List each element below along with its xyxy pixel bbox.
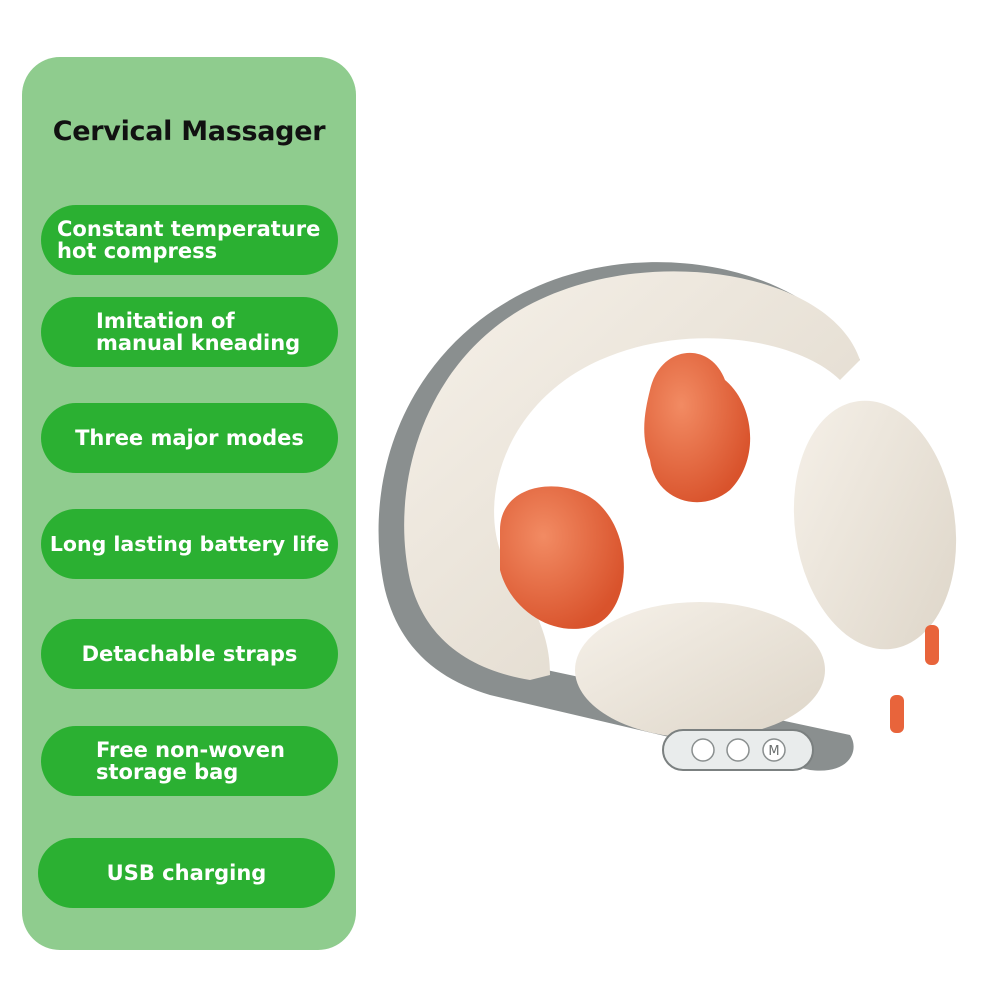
massage-node-center <box>644 352 751 503</box>
massage-node-left <box>500 486 624 629</box>
home-icon[interactable] <box>691 738 715 762</box>
feature-battery: Long lasting battery life <box>41 509 338 579</box>
cushion-main <box>404 271 860 680</box>
feature-usb-charging: USB charging <box>38 838 335 908</box>
feature-straps: Detachable straps <box>41 619 338 689</box>
massager-illustration: M <box>378 262 957 771</box>
strap-tab-right <box>925 625 939 665</box>
mode-icon: M <box>768 744 779 759</box>
level-icon[interactable] <box>726 738 750 762</box>
mode-button[interactable] <box>762 738 786 762</box>
cushion-bottom <box>575 602 825 738</box>
product-title: Cervical Massager <box>52 116 326 147</box>
strap-tab-bottom <box>890 695 904 733</box>
cushion-right <box>793 400 957 650</box>
feature-modes: Three major modes <box>41 403 338 473</box>
feature-panel <box>22 57 356 950</box>
